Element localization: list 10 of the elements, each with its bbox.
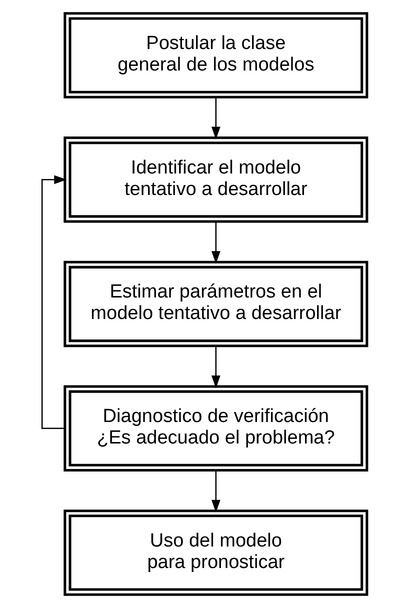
node-box: Postular la clase general de los modelos: [63, 12, 368, 98]
node-box: Identificar el modelo tentativo a desarrollar: [63, 136, 368, 223]
arrow: [40, 175, 66, 429]
node-box: Uso del modelo para pronosticar: [63, 510, 368, 596]
node-box: Diagnostico de verificación ¿Es adecuado el problema?: [63, 385, 368, 472]
arrow: [210, 346, 220, 388]
arrow: [210, 222, 220, 264]
arrow: [210, 97, 220, 140]
node-box: Estimar parámetros en el modelo tentativo a desarrollar: [63, 260, 368, 348]
arrow: [210, 470, 220, 513]
